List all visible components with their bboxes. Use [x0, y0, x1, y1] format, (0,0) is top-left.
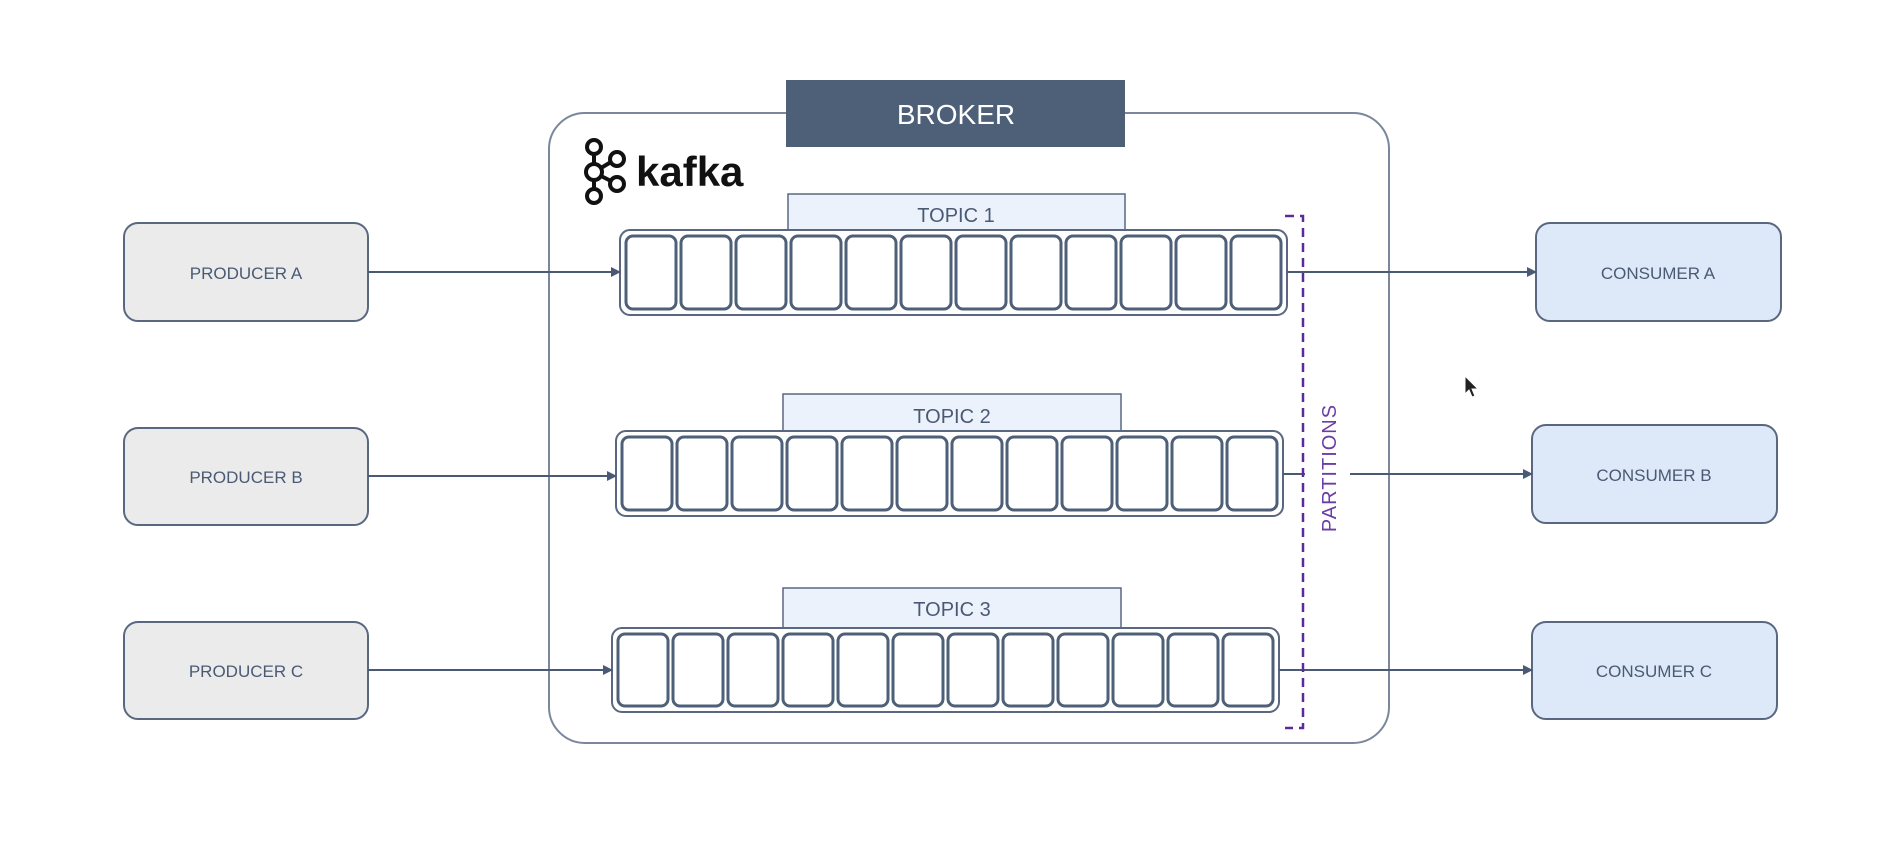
topic-2-partition-cell — [1060, 435, 1114, 512]
topic-3-partition-cell — [726, 632, 780, 708]
topic-3-partition-cell — [1111, 632, 1165, 708]
topic-3-partition-cell — [836, 632, 890, 708]
consumer-a-label: CONSUMER A — [1601, 264, 1716, 283]
kafka-logo: kafka — [584, 138, 744, 205]
topic-1-partition-cell — [1229, 234, 1283, 311]
topic-1-partition-cell — [1009, 234, 1063, 311]
producer-c: PRODUCER C — [123, 621, 369, 720]
partitions-bracket — [1285, 214, 1305, 730]
topic-1-partition-cell — [954, 234, 1008, 311]
topic-1-partition-cell — [624, 234, 678, 311]
topic-2-partition-cell — [675, 435, 729, 512]
topic-3-tab: TOPIC 3 — [782, 587, 1122, 629]
kafka-logo-icon — [584, 138, 626, 205]
consumer-b: CONSUMER B — [1531, 424, 1778, 524]
topic-2-partition-cell — [730, 435, 784, 512]
topic-2-partition-cell — [1170, 435, 1224, 512]
topic-1-log — [619, 229, 1288, 316]
topic-2-partition-cell — [840, 435, 894, 512]
producer-c-label: PRODUCER C — [189, 662, 303, 681]
topic-3-partition-cell — [1056, 632, 1110, 708]
topic-2-log — [615, 430, 1284, 517]
broker-header: BROKER — [786, 80, 1125, 147]
broker-title: BROKER — [897, 99, 1015, 130]
topic-2-partition-cell — [1115, 435, 1169, 512]
topic-2-partition-cell — [785, 435, 839, 512]
topic-2-partition-cell — [950, 435, 1004, 512]
topic-2-tab: TOPIC 2 — [782, 393, 1122, 432]
topic-2-partition-cell — [620, 435, 674, 512]
topic-3-partition-cell — [1001, 632, 1055, 708]
topic-3-partition-cell — [946, 632, 1000, 708]
consumer-b-label: CONSUMER B — [1596, 466, 1711, 485]
topic-1-partition-cell — [789, 234, 843, 311]
topic-2-partition-cell — [895, 435, 949, 512]
producer-a: PRODUCER A — [123, 222, 369, 322]
topic-1-partition-cell — [899, 234, 953, 311]
consumer-c: CONSUMER C — [1531, 621, 1778, 720]
topic-3-partition-cell — [671, 632, 725, 708]
topic-3-partition-cell — [1221, 632, 1275, 708]
topic-3-label: TOPIC 3 — [913, 599, 990, 621]
producer-b-label: PRODUCER B — [189, 468, 302, 487]
topic-3-partition-cell — [891, 632, 945, 708]
consumer-c-label: CONSUMER C — [1596, 662, 1712, 681]
topic-2-partition-cell — [1005, 435, 1059, 512]
topic-2-partition-cell — [1225, 435, 1279, 512]
topic-1-partition-cell — [679, 234, 733, 311]
topic-3-partition-cell — [781, 632, 835, 708]
topic-1-label: TOPIC 1 — [917, 205, 994, 227]
producer-a-label: PRODUCER A — [190, 264, 303, 283]
topic-1-partition-cell — [1064, 234, 1118, 311]
topic-1-partition-cell — [1119, 234, 1173, 311]
topic-3-log — [611, 627, 1280, 713]
consumer-a: CONSUMER A — [1535, 222, 1782, 322]
kafka-logo-text: kafka — [636, 148, 744, 195]
topic-1-tab: TOPIC 1 — [787, 193, 1126, 231]
producer-b: PRODUCER B — [123, 427, 369, 526]
topic-3-partition-cell — [1166, 632, 1220, 708]
topic-1-partition-cell — [1174, 234, 1228, 311]
topic-3-partition-cell — [616, 632, 670, 708]
mouse-pointer-icon — [1464, 374, 1480, 398]
topic-2-label: TOPIC 2 — [913, 406, 990, 428]
partitions-label: PARTITIONS — [1319, 404, 1341, 532]
topic-1-partition-cell — [844, 234, 898, 311]
topic-1-partition-cell — [734, 234, 788, 311]
